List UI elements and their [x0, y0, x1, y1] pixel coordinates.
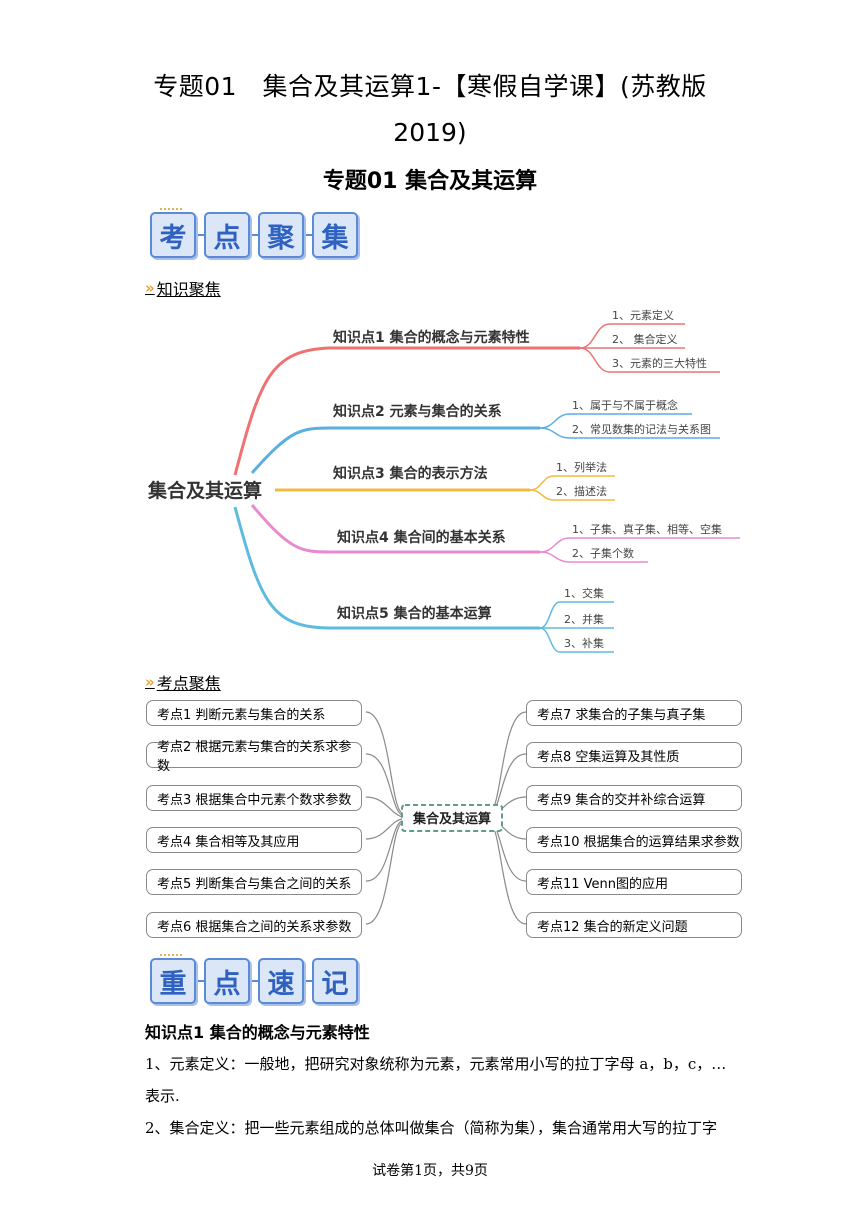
exam-point-box: 考点2 根据元素与集合的关系求参数: [146, 740, 362, 774]
mindmap-branch-label: 知识点3 集合的表示方法: [333, 465, 488, 482]
exam-point-box: 考点1 判断元素与集合的关系: [146, 700, 362, 726]
banner-tile: 点: [204, 212, 250, 258]
banner-tile: 考: [150, 208, 196, 258]
knowledge-mindmap: 集合及其运算 知识点1 集合的概念与元素特性 知识点2 元素与集合的关系 知识点…: [147, 308, 740, 653]
exam-points-connectors: 集合及其运算: [365, 711, 527, 925]
banner-tile: 记: [312, 958, 358, 1004]
section-heading-exam: »考点聚焦: [145, 673, 221, 693]
exam-point-box: 考点9 集合的交并补综合运算: [526, 785, 742, 811]
exam-point-box: 考点5 判断集合与集合之间的关系: [146, 869, 362, 895]
paragraph-line: 表示.: [145, 1087, 180, 1105]
mindmap-branch-label: 知识点2 元素与集合的关系: [333, 403, 502, 420]
mindmap-leaf: 2、并集: [564, 612, 604, 626]
mindmap-leaf: 1、子集、真子集、相等、空集: [572, 522, 722, 536]
knowledge-heading: 知识点1 集合的概念与元素特性: [145, 1023, 370, 1042]
exam-point-box: 考点10 根据集合的运算结果求参数: [526, 827, 742, 853]
mindmap-leaf: 1、属于与不属于概念: [572, 398, 678, 412]
exam-point-box: 考点12 集合的新定义问题: [526, 912, 742, 938]
exam-point-box: 考点4 集合相等及其应用: [146, 827, 362, 853]
mindmap-leaf: 2、常见数集的记法与关系图: [572, 422, 711, 436]
mindmap-branch-label: 知识点4 集合间的基本关系: [337, 529, 506, 546]
mindmap-leaf: 2、描述法: [556, 484, 607, 498]
banner-tile: 集: [312, 212, 358, 258]
mindmap-leaf: 1、交集: [564, 586, 604, 600]
paragraph-line: 1、元素定义：一般地，把研究对象统称为元素，元素常用小写的拉丁字母 a，b，c，…: [145, 1055, 727, 1073]
mindmap-leaf: 2、 集合定义: [612, 332, 678, 346]
mindmap-branch-label: 知识点1 集合的概念与元素特性: [333, 329, 530, 346]
page-footer: 试卷第1页，共9页: [372, 1163, 488, 1179]
double-chevron-icon: »: [145, 673, 155, 691]
mindmap-leaf: 2、子集个数: [572, 546, 634, 560]
exam-map-center: 集合及其运算: [412, 811, 491, 827]
exam-point-box: 考点11 Venn图的应用: [526, 869, 742, 895]
exam-point-box: 考点6 根据集合之间的关系求参数: [146, 912, 362, 938]
exam-point-box: 考点8 空集运算及其性质: [526, 742, 742, 768]
mindmap-branch-label: 知识点5 集合的基本运算: [337, 605, 492, 622]
paragraph-line: 2、集合定义：把一些元素组成的总体叫做集合（简称为集），集合通常用大写的拉丁字: [145, 1119, 718, 1137]
mindmap-leaf: 3、元素的三大特性: [612, 356, 707, 370]
document-title-line2: 2019): [393, 118, 467, 147]
mindmap-leaf: 1、列举法: [556, 460, 607, 474]
exam-point-box: 考点7 求集合的子集与真子集: [526, 700, 742, 726]
mindmap-leaf: 1、元素定义: [612, 308, 674, 322]
mindmap-center: 集合及其运算: [147, 479, 262, 502]
document-title: 专题01 集合及其运算1-【寒假自学课】(苏教版: [153, 72, 707, 101]
banner-zhongdiansuji: 重 点 速 记: [150, 954, 358, 1004]
banner-tile: 点: [204, 958, 250, 1004]
mindmap-leaf: 3、补集: [564, 636, 604, 650]
banner-kaodianjuji: 考 点 聚 集: [150, 208, 358, 258]
document-subtitle: 专题01 集合及其运算: [322, 169, 538, 194]
banner-tile: 速: [258, 958, 304, 1004]
double-chevron-icon: »: [145, 279, 155, 297]
banner-tile: 聚: [258, 212, 304, 258]
banner-tile: 重: [150, 954, 196, 1004]
section-heading-knowledge: »知识聚焦: [145, 279, 221, 299]
exam-point-box: 考点3 根据集合中元素个数求参数: [146, 785, 362, 811]
